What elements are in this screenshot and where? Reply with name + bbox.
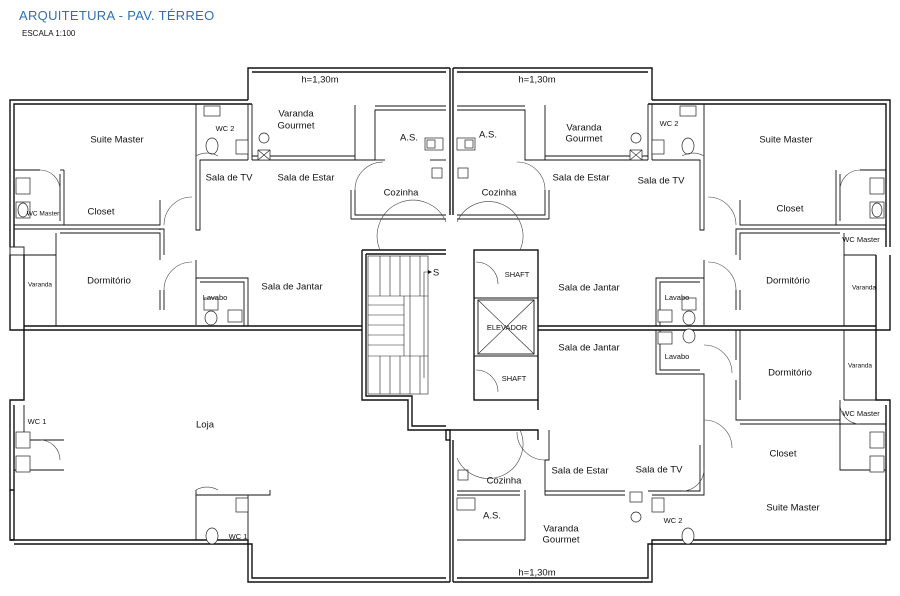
room-loja: Loja [196, 420, 215, 431]
room-wc-master-right-2: WC Master [842, 409, 880, 418]
room-elevador: ELEVADOR [487, 323, 528, 332]
room-wc1-top: WC 1 [28, 417, 47, 426]
room-lavabo-right-top: Lavabo [665, 293, 690, 302]
room-sala-jantar-left: Sala de Jantar [261, 282, 322, 293]
room-cozinha-right: Cozinha [482, 188, 518, 199]
room-closet-left: Closet [88, 207, 115, 218]
room-sala-tv-left: Sala de TV [206, 173, 253, 184]
room-closet-bottom-right: Closet [770, 449, 797, 460]
interior-walls-top-right [457, 104, 886, 326]
room-varanda-gourmet-tr-2: Gourmet [566, 134, 603, 145]
height-note-top-left: h=1,30m [301, 75, 338, 86]
room-sala-jantar-right: Sala de Jantar [558, 283, 619, 294]
room-varanda-gourmet-b-2: Gourmet [543, 535, 580, 546]
room-wc2-bottom-right: WC 2 [664, 516, 683, 525]
room-dormitorio-left: Dormitório [87, 276, 131, 287]
room-closet-right: Closet [777, 204, 804, 215]
room-suite-master-top-left: Suite Master [90, 135, 143, 146]
room-varanda-gourmet-tl-2: Gourmet [278, 121, 315, 132]
room-as-left: A.S. [400, 133, 418, 144]
room-sala-tv-right: Sala de TV [638, 176, 685, 187]
room-lavabo-left: Lavabo [203, 293, 228, 302]
fixtures [15, 105, 885, 545]
drawing-scale: ESCALA 1:100 [22, 29, 76, 38]
room-shaft-top: SHAFT [505, 270, 530, 279]
room-sala-estar-bottom: Sala de Estar [551, 466, 608, 477]
room-varanda-gourmet-tr-1: Varanda [566, 123, 602, 134]
room-wc-master-left: WC Master [27, 211, 60, 218]
room-cozinha-bottom: Cozinha [487, 476, 523, 487]
room-varanda-gourmet-b-1: Varanda [543, 524, 579, 535]
room-sala-tv-bottom: Sala de TV [636, 465, 683, 476]
room-sala-estar-right: Sala de Estar [552, 173, 609, 184]
room-wc2-top-right: WC 2 [660, 119, 679, 128]
height-note-top-right: h=1,30m [518, 75, 555, 86]
stair [367, 255, 432, 395]
height-note-bottom: h=1,30m [518, 568, 555, 579]
room-lavabo-right-bottom: Lavabo [665, 352, 690, 361]
stair-direction-label: S [433, 268, 439, 279]
drawing-title: ARQUITETURA - PAV. TÉRREO [19, 8, 215, 23]
room-suite-master-bottom-right: Suite Master [766, 503, 819, 514]
room-as-right: A.S. [479, 130, 497, 141]
door-swings [39, 152, 861, 492]
room-dormitorio-right-bottom: Dormitório [768, 368, 812, 379]
room-sala-estar-left: Sala de Estar [277, 173, 334, 184]
room-varanda-gourmet-tl-1: Varanda [278, 109, 314, 120]
room-dormitorio-right-top: Dormitório [766, 276, 810, 287]
room-varanda-right-top: Varanda [852, 285, 876, 292]
room-wc1-bottom: WC 1 [229, 532, 248, 541]
room-as-bottom: A.S. [483, 511, 501, 522]
room-cozinha-left: Cozinha [384, 188, 420, 199]
room-varanda-left: Varanda [28, 282, 52, 289]
interior-walls-top-left [14, 104, 446, 326]
room-wc-master-right: WC Master [842, 235, 880, 244]
room-sala-jantar-right-2: Sala de Jantar [558, 343, 619, 354]
room-shaft-bottom: SHAFT [502, 374, 527, 383]
room-varanda-right-bottom: Varanda [848, 363, 872, 370]
room-wc2-top-left: WC 2 [216, 124, 235, 133]
core [361, 249, 539, 441]
room-suite-master-top-right: Suite Master [759, 135, 812, 146]
